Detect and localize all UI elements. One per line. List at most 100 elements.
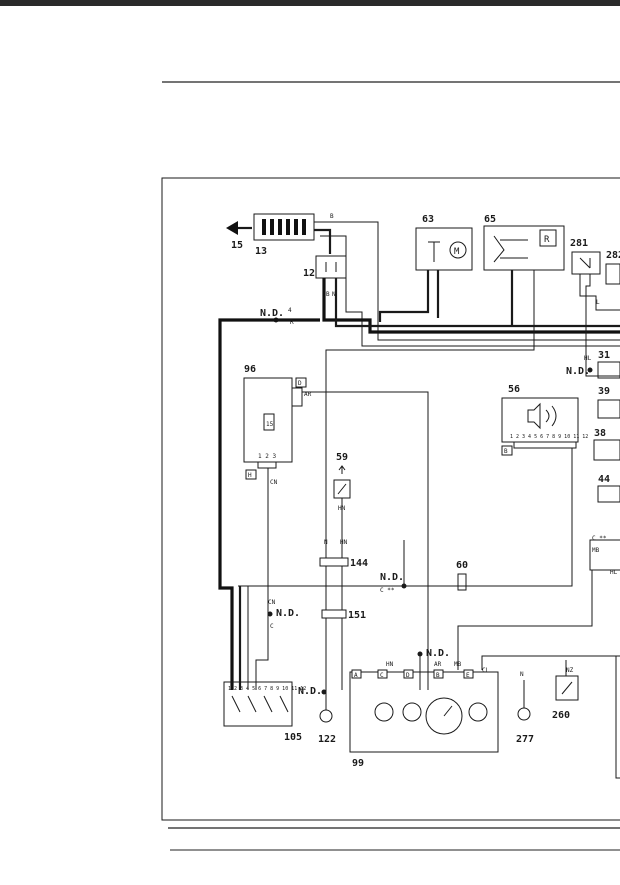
ground-15: 15 (226, 221, 252, 251)
wire-left-main (218, 318, 320, 690)
label-122: 122 (318, 734, 336, 745)
svg-text:MB: MB (592, 547, 600, 554)
wire-105-c (255, 600, 269, 690)
component-122: 122 (318, 650, 336, 745)
svg-text:4: 4 (288, 307, 292, 314)
component-38: 38 (593, 428, 620, 461)
component-277: 277 (516, 680, 534, 745)
svg-text:N: N (332, 291, 336, 298)
label-59: 59 (336, 452, 348, 463)
component-60: 60 (456, 560, 468, 591)
component-105: 1 2 3 4 5 6 7 8 9 10 11 12 105 (223, 681, 306, 743)
svg-text:L: L (596, 299, 600, 306)
svg-text:R: R (544, 235, 550, 245)
svg-text:1 2 3: 1 2 3 (258, 453, 276, 460)
svg-text:H: H (248, 472, 252, 479)
svg-text:AR: AR (304, 391, 312, 398)
svg-text:B: B (436, 672, 440, 679)
component-63: 63 M (415, 214, 473, 271)
label-260: 260 (552, 710, 570, 721)
connector-151: 151 (321, 609, 366, 621)
wire-65-b (325, 270, 535, 650)
wire-56-out (416, 448, 573, 587)
label-31: 31 (598, 350, 610, 361)
component-59: 59 (333, 452, 351, 499)
svg-text:N: N (520, 671, 524, 678)
svg-text:M: M (454, 247, 460, 257)
svg-text:E: E (466, 672, 470, 679)
wire-fuse-b (334, 278, 620, 328)
label-63: 63 (422, 214, 434, 225)
svg-text:B: B (504, 448, 508, 455)
label-277: 277 (516, 734, 534, 745)
label-38: 38 (594, 428, 606, 439)
wire-battery-main (314, 221, 620, 341)
svg-text:R: R (290, 319, 294, 326)
wire-panel-right (457, 570, 593, 670)
label-99: 99 (352, 758, 364, 769)
label-65: 65 (484, 214, 496, 225)
component-44: 44 (597, 474, 620, 503)
component-282: 282 (605, 250, 620, 285)
svg-text:HL: HL (584, 355, 592, 362)
component-56: 56 1 2 3 4 5 6 7 8 9 10 11 12 B (501, 384, 588, 456)
svg-text:MB: MB (454, 661, 462, 668)
component-31: 31 N.D. HL (566, 350, 620, 379)
label-56: 56 (508, 384, 520, 395)
svg-text:HN: HN (340, 539, 348, 546)
svg-text:C: C (270, 623, 274, 630)
label-60: 60 (456, 560, 468, 571)
component-65: 65 R (483, 214, 565, 271)
svg-text:C: C (380, 672, 384, 679)
svg-text:HN: HN (338, 505, 346, 512)
wire-battery-b (314, 228, 332, 254)
diagram-frame (161, 177, 620, 821)
svg-text:1 2 3 4 5 6 7 8 9 10 11 12: 1 2 3 4 5 6 7 8 9 10 11 12 (510, 434, 588, 440)
svg-text:NZ: NZ (566, 667, 574, 674)
svg-text:CL: CL (482, 667, 490, 674)
nd-mid-label: N.D. (380, 572, 404, 583)
svg-text:B: B (326, 291, 330, 298)
wire-panel-cl (481, 655, 620, 670)
wire-right-edge (615, 656, 620, 779)
label-39: 39 (598, 386, 610, 397)
scan-top-edge (0, 0, 620, 6)
nd-top-label: N.D. (260, 308, 284, 319)
wire-battery-c (320, 235, 620, 347)
label-151: 151 (348, 610, 366, 621)
svg-text:N: N (324, 539, 328, 546)
wire-281-b (585, 274, 620, 377)
label-282: 282 (606, 250, 620, 261)
nd-31-label: N.D. (566, 366, 590, 377)
label-15-ground: 15 (231, 240, 243, 251)
wire-281-a (579, 274, 620, 311)
svg-text:HN: HN (386, 661, 394, 668)
svg-text:1 2 3 4 5 6 7 8 9 10 11 12: 1 2 3 4 5 6 7 8 9 10 11 12 (228, 686, 306, 692)
svg-text:D: D (406, 672, 410, 679)
component-39: 39 (597, 386, 620, 419)
component-99-instrument-panel: A C D B E 99 (349, 669, 499, 769)
fuse-12: 12 (303, 255, 347, 279)
component-281: 281 (570, 238, 601, 275)
svg-text:A: A (354, 672, 358, 679)
nd-marker-151: N.D. (267, 608, 300, 619)
label-44: 44 (598, 474, 610, 485)
nd-151-label: N.D. (276, 608, 300, 619)
battery-13: 13 (253, 213, 315, 257)
component-96: 96 15 1 2 3 D H (243, 364, 307, 480)
wire-63-a (378, 270, 430, 322)
label-281: 281 (570, 238, 588, 249)
svg-text:CN: CN (270, 479, 278, 486)
wire-right-loop (589, 539, 620, 571)
label-13: 13 (255, 246, 267, 257)
component-260: 260 (552, 660, 579, 721)
svg-text:B: B (330, 213, 334, 220)
svg-text:HL: HL (610, 569, 618, 576)
connector-144: 144 (319, 557, 368, 569)
label-105: 105 (284, 732, 302, 743)
nd-122-label: N.D. (298, 686, 322, 697)
wire-fuse-main (322, 278, 620, 334)
label-144: 144 (350, 558, 368, 569)
